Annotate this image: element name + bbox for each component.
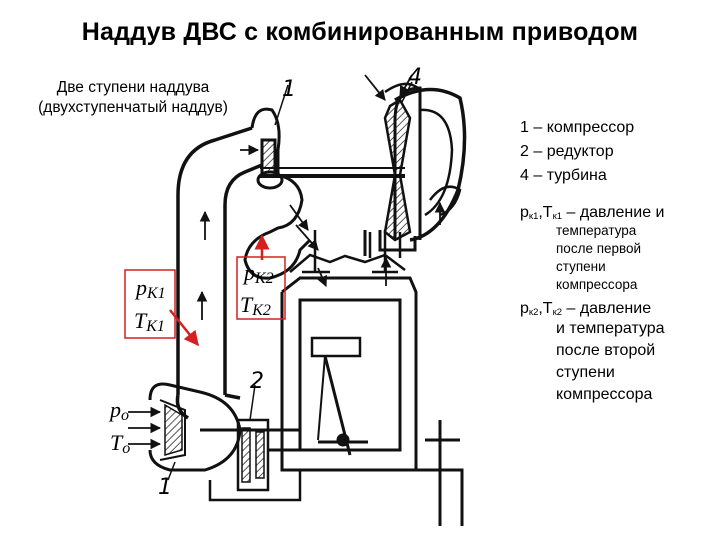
- pk1-red-arrow: [169, 309, 199, 347]
- gearbox: [200, 418, 302, 502]
- legend-item-compressor: 1 – компрессор: [520, 119, 635, 136]
- svg-text:pК2: pК2: [242, 260, 274, 287]
- label-pk2: pК2: [242, 260, 274, 287]
- description-stage-2-body: и температура после второй ступени компр…: [556, 320, 665, 403]
- diagram-subtitle: Две ступени наддува (двухступенчатый над…: [8, 78, 258, 118]
- part-number-1-bottom: 1: [158, 475, 172, 500]
- label-to: To: [110, 430, 130, 457]
- svg-text:To: To: [110, 430, 130, 457]
- svg-text:po: po: [108, 397, 129, 424]
- subtitle-line-1: Две ступени наддува: [56, 79, 210, 96]
- pk1-highlight-box: [124, 269, 176, 339]
- label-tk1: TК1: [134, 308, 165, 335]
- part-number-1-top: 1: [282, 77, 296, 102]
- svg-text:TК1: TК1: [134, 308, 165, 335]
- engine-cylinder: [298, 298, 402, 456]
- description-stage-1-heading: рк1,Тк1 – давление и: [520, 204, 665, 222]
- description-stage-1: рк1,Тк1 – давление и температура после п…: [520, 204, 716, 294]
- svg-text:pК1: pК1: [134, 275, 166, 302]
- description-stage-2-heading: рк2,Тк2 – давление: [520, 300, 652, 318]
- flow-arrows: [128, 74, 446, 450]
- engine-crankcase: [280, 276, 464, 526]
- slide-title: Наддув ДВС с комбинированным приводом: [81, 18, 639, 46]
- label-po: po: [108, 397, 129, 424]
- turbo-shaft: [260, 167, 405, 178]
- upper-compressor: [243, 107, 312, 280]
- part-number-4: 4: [408, 65, 422, 90]
- description-stage-2: рк2,Тк2 – давление и температура после в…: [520, 300, 716, 406]
- svg-text:TК2: TК2: [240, 292, 271, 319]
- legend-item-turbine: 4 – турбина: [520, 167, 607, 184]
- turbine: [383, 82, 467, 242]
- leader-lines: [167, 81, 413, 481]
- label-pk1: pК1: [134, 275, 166, 302]
- legend-item-reducer: 2 – редуктор: [520, 143, 614, 160]
- legend: 1 – компрессор 2 – редуктор 4 – турбина: [520, 116, 720, 188]
- subtitle-line-2: (двухступенчатый наддув): [38, 99, 228, 116]
- exhaust-manifold: [363, 230, 417, 256]
- highlight-markers: [124, 234, 286, 347]
- label-tk2: TК2: [240, 292, 271, 319]
- part-number-2: 2: [250, 369, 264, 394]
- description-stage-1-body: температура после первой ступени компрес…: [556, 223, 642, 292]
